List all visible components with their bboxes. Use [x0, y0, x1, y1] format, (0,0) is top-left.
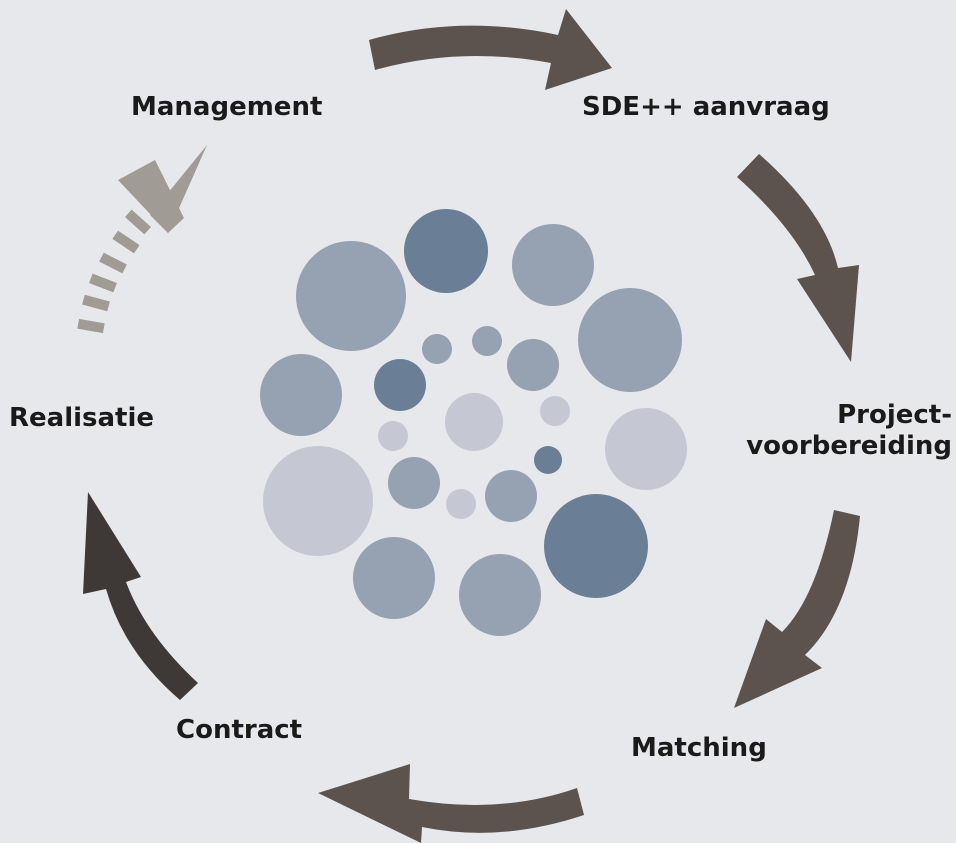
stage-label-matching: Matching [631, 733, 767, 763]
arrow-contract-to-realisatie [83, 492, 198, 700]
bubble [445, 393, 503, 451]
bubble [540, 396, 570, 426]
bubble [472, 326, 502, 356]
bubble [374, 359, 426, 411]
bubble [404, 209, 488, 293]
bubble [378, 421, 408, 451]
bubble [534, 446, 562, 474]
stage-label-sde-aanvraag: SDE++ aanvraag [582, 92, 830, 122]
arrow-matching-to-contract [318, 764, 584, 843]
bubble [544, 494, 648, 598]
arrow-management-to-sde [369, 9, 612, 90]
bubble [388, 457, 440, 509]
stage-label-management: Management [131, 92, 323, 122]
bubble [605, 408, 687, 490]
arrow-sde-to-project [737, 154, 859, 362]
arrow-project-to-matching [734, 510, 860, 708]
bubble [485, 470, 537, 522]
stage-label-realisatie: Realisatie [9, 403, 155, 433]
bubble [507, 339, 559, 391]
bubble [263, 446, 373, 556]
arrow-realisatie-to-management [77, 145, 207, 334]
bubble [260, 354, 342, 436]
bubble [296, 241, 406, 351]
bubble [459, 554, 541, 636]
stage-label-projectvoorbereiding: Project- voorbereiding [746, 400, 952, 462]
bubble [422, 334, 452, 364]
bubble [512, 224, 594, 306]
stage-label-line: voorbereiding [746, 431, 952, 461]
cycle-arrows [77, 9, 860, 843]
bubble [446, 489, 476, 519]
stage-label-contract: Contract [176, 715, 303, 745]
bubble [578, 288, 682, 392]
stage-label-line: Project- [837, 400, 952, 430]
bubble-cluster [260, 209, 687, 636]
bubble [353, 537, 435, 619]
